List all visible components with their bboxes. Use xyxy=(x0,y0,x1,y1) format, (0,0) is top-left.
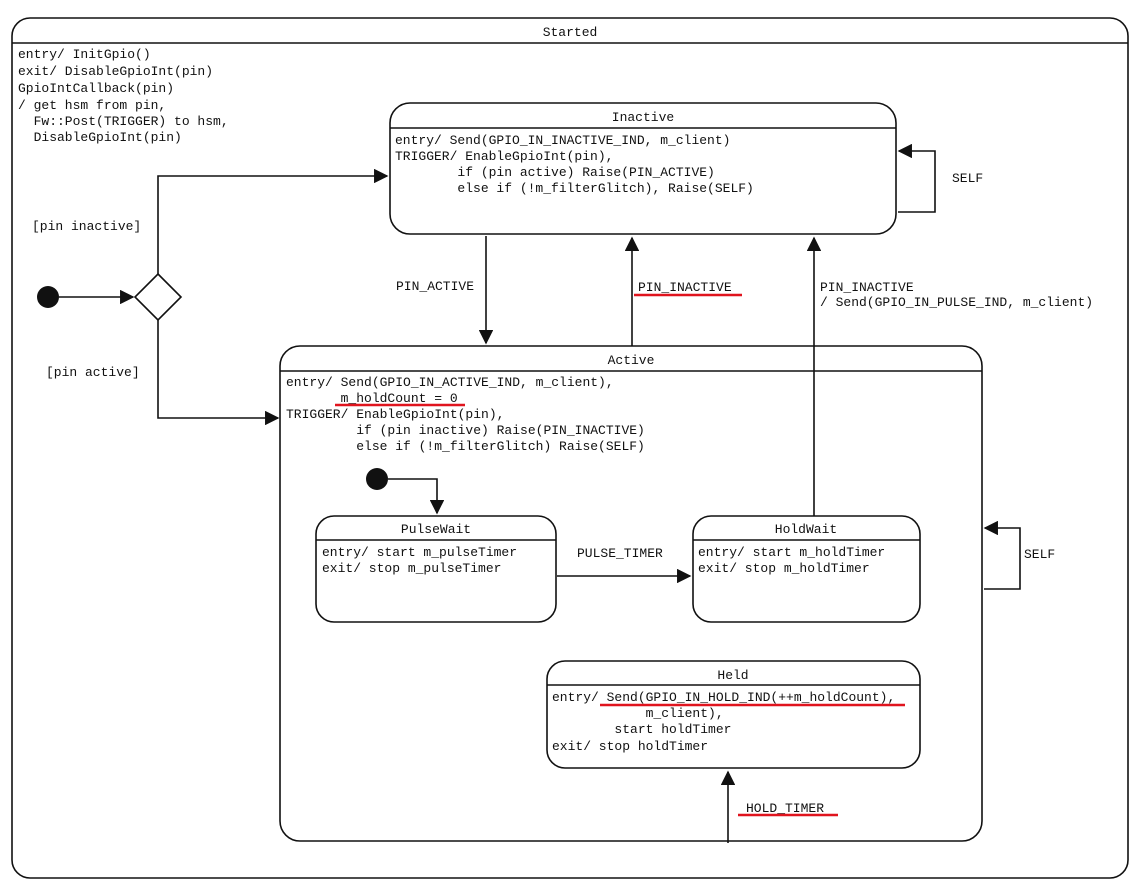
started-action: Fw::Post(TRIGGER) to hsm, xyxy=(18,114,229,129)
active-title: Active xyxy=(608,353,655,368)
holdwait-state: HoldWait entry/ start m_holdTimer exit/ … xyxy=(692,515,921,623)
held-action: exit/ stop holdTimer xyxy=(552,739,708,754)
started-action: / get hsm from pin, xyxy=(18,98,166,113)
started-action: GpioIntCallback(pin) xyxy=(18,81,174,96)
transition-pin-inactive-guard xyxy=(157,168,389,274)
transition-self-active xyxy=(983,520,1021,590)
started-action: DisableGpioInt(pin) xyxy=(18,130,182,145)
started-action: exit/ DisableGpioInt(pin) xyxy=(18,64,213,79)
inactive-title: Inactive xyxy=(612,110,674,125)
inactive-state: Inactive entry/ Send(GPIO_IN_INACTIVE_IN… xyxy=(389,102,897,235)
holdwait-action: entry/ start m_holdTimer xyxy=(698,545,885,560)
label-self-inactive: SELF xyxy=(952,171,983,186)
active-action: if (pin inactive) Raise(PIN_INACTIVE) xyxy=(286,423,645,438)
inactive-action: TRIGGER/ EnableGpioInt(pin), xyxy=(395,149,613,164)
held-state: Held entry/ Send(GPIO_IN_HOLD_IND(++m_ho… xyxy=(546,660,921,769)
pulsewait-title: PulseWait xyxy=(401,522,471,537)
guard-pin-inactive: [pin inactive] xyxy=(32,219,141,234)
transition-pin-active-guard xyxy=(157,320,280,426)
held-action: start holdTimer xyxy=(552,722,731,737)
active-action: TRIGGER/ EnableGpioInt(pin), xyxy=(286,407,504,422)
held-action: m_client), xyxy=(552,706,724,721)
active-action: else if (!m_filterGlitch) Raise(SELF) xyxy=(286,439,645,454)
started-title: Started xyxy=(543,25,598,40)
label-pulse-timer: PULSE_TIMER xyxy=(577,546,663,561)
inactive-action: if (pin active) Raise(PIN_ACTIVE) xyxy=(395,165,715,180)
active-action: m_holdCount = 0 xyxy=(286,391,458,406)
held-action: entry/ Send(GPIO_IN_HOLD_IND(++m_holdCou… xyxy=(552,690,895,705)
label-pin-inactive-hold: PIN_INACTIVE xyxy=(820,280,914,295)
label-pulse-ind-action: / Send(GPIO_IN_PULSE_IND, m_client) xyxy=(820,295,1093,310)
inactive-action: else if (!m_filterGlitch), Raise(SELF) xyxy=(395,181,754,196)
label-hold-timer: HOLD_TIMER xyxy=(746,801,824,816)
active-initial-transition xyxy=(388,478,445,515)
active-action: entry/ Send(GPIO_IN_ACTIVE_IND, m_client… xyxy=(286,375,614,390)
pulsewait-action: exit/ stop m_pulseTimer xyxy=(322,561,501,576)
pulsewait-action: entry/ start m_pulseTimer xyxy=(322,545,517,560)
label-pin-active: PIN_ACTIVE xyxy=(396,279,474,294)
inactive-action: entry/ Send(GPIO_IN_INACTIVE_IND, m_clie… xyxy=(395,133,730,148)
initial-state-dot xyxy=(37,286,59,308)
label-self-active: SELF xyxy=(1024,547,1055,562)
active-initial-dot xyxy=(366,468,388,490)
holdwait-action: exit/ stop m_holdTimer xyxy=(698,561,870,576)
guard-pin-active: [pin active] xyxy=(46,365,140,380)
started-action: entry/ InitGpio() xyxy=(18,47,151,62)
held-title: Held xyxy=(717,668,748,683)
transition-self-inactive xyxy=(897,143,936,213)
pulsewait-state: PulseWait entry/ start m_pulseTimer exit… xyxy=(315,515,557,623)
holdwait-title: HoldWait xyxy=(775,522,837,537)
label-pin-inactive: PIN_INACTIVE xyxy=(638,280,732,295)
